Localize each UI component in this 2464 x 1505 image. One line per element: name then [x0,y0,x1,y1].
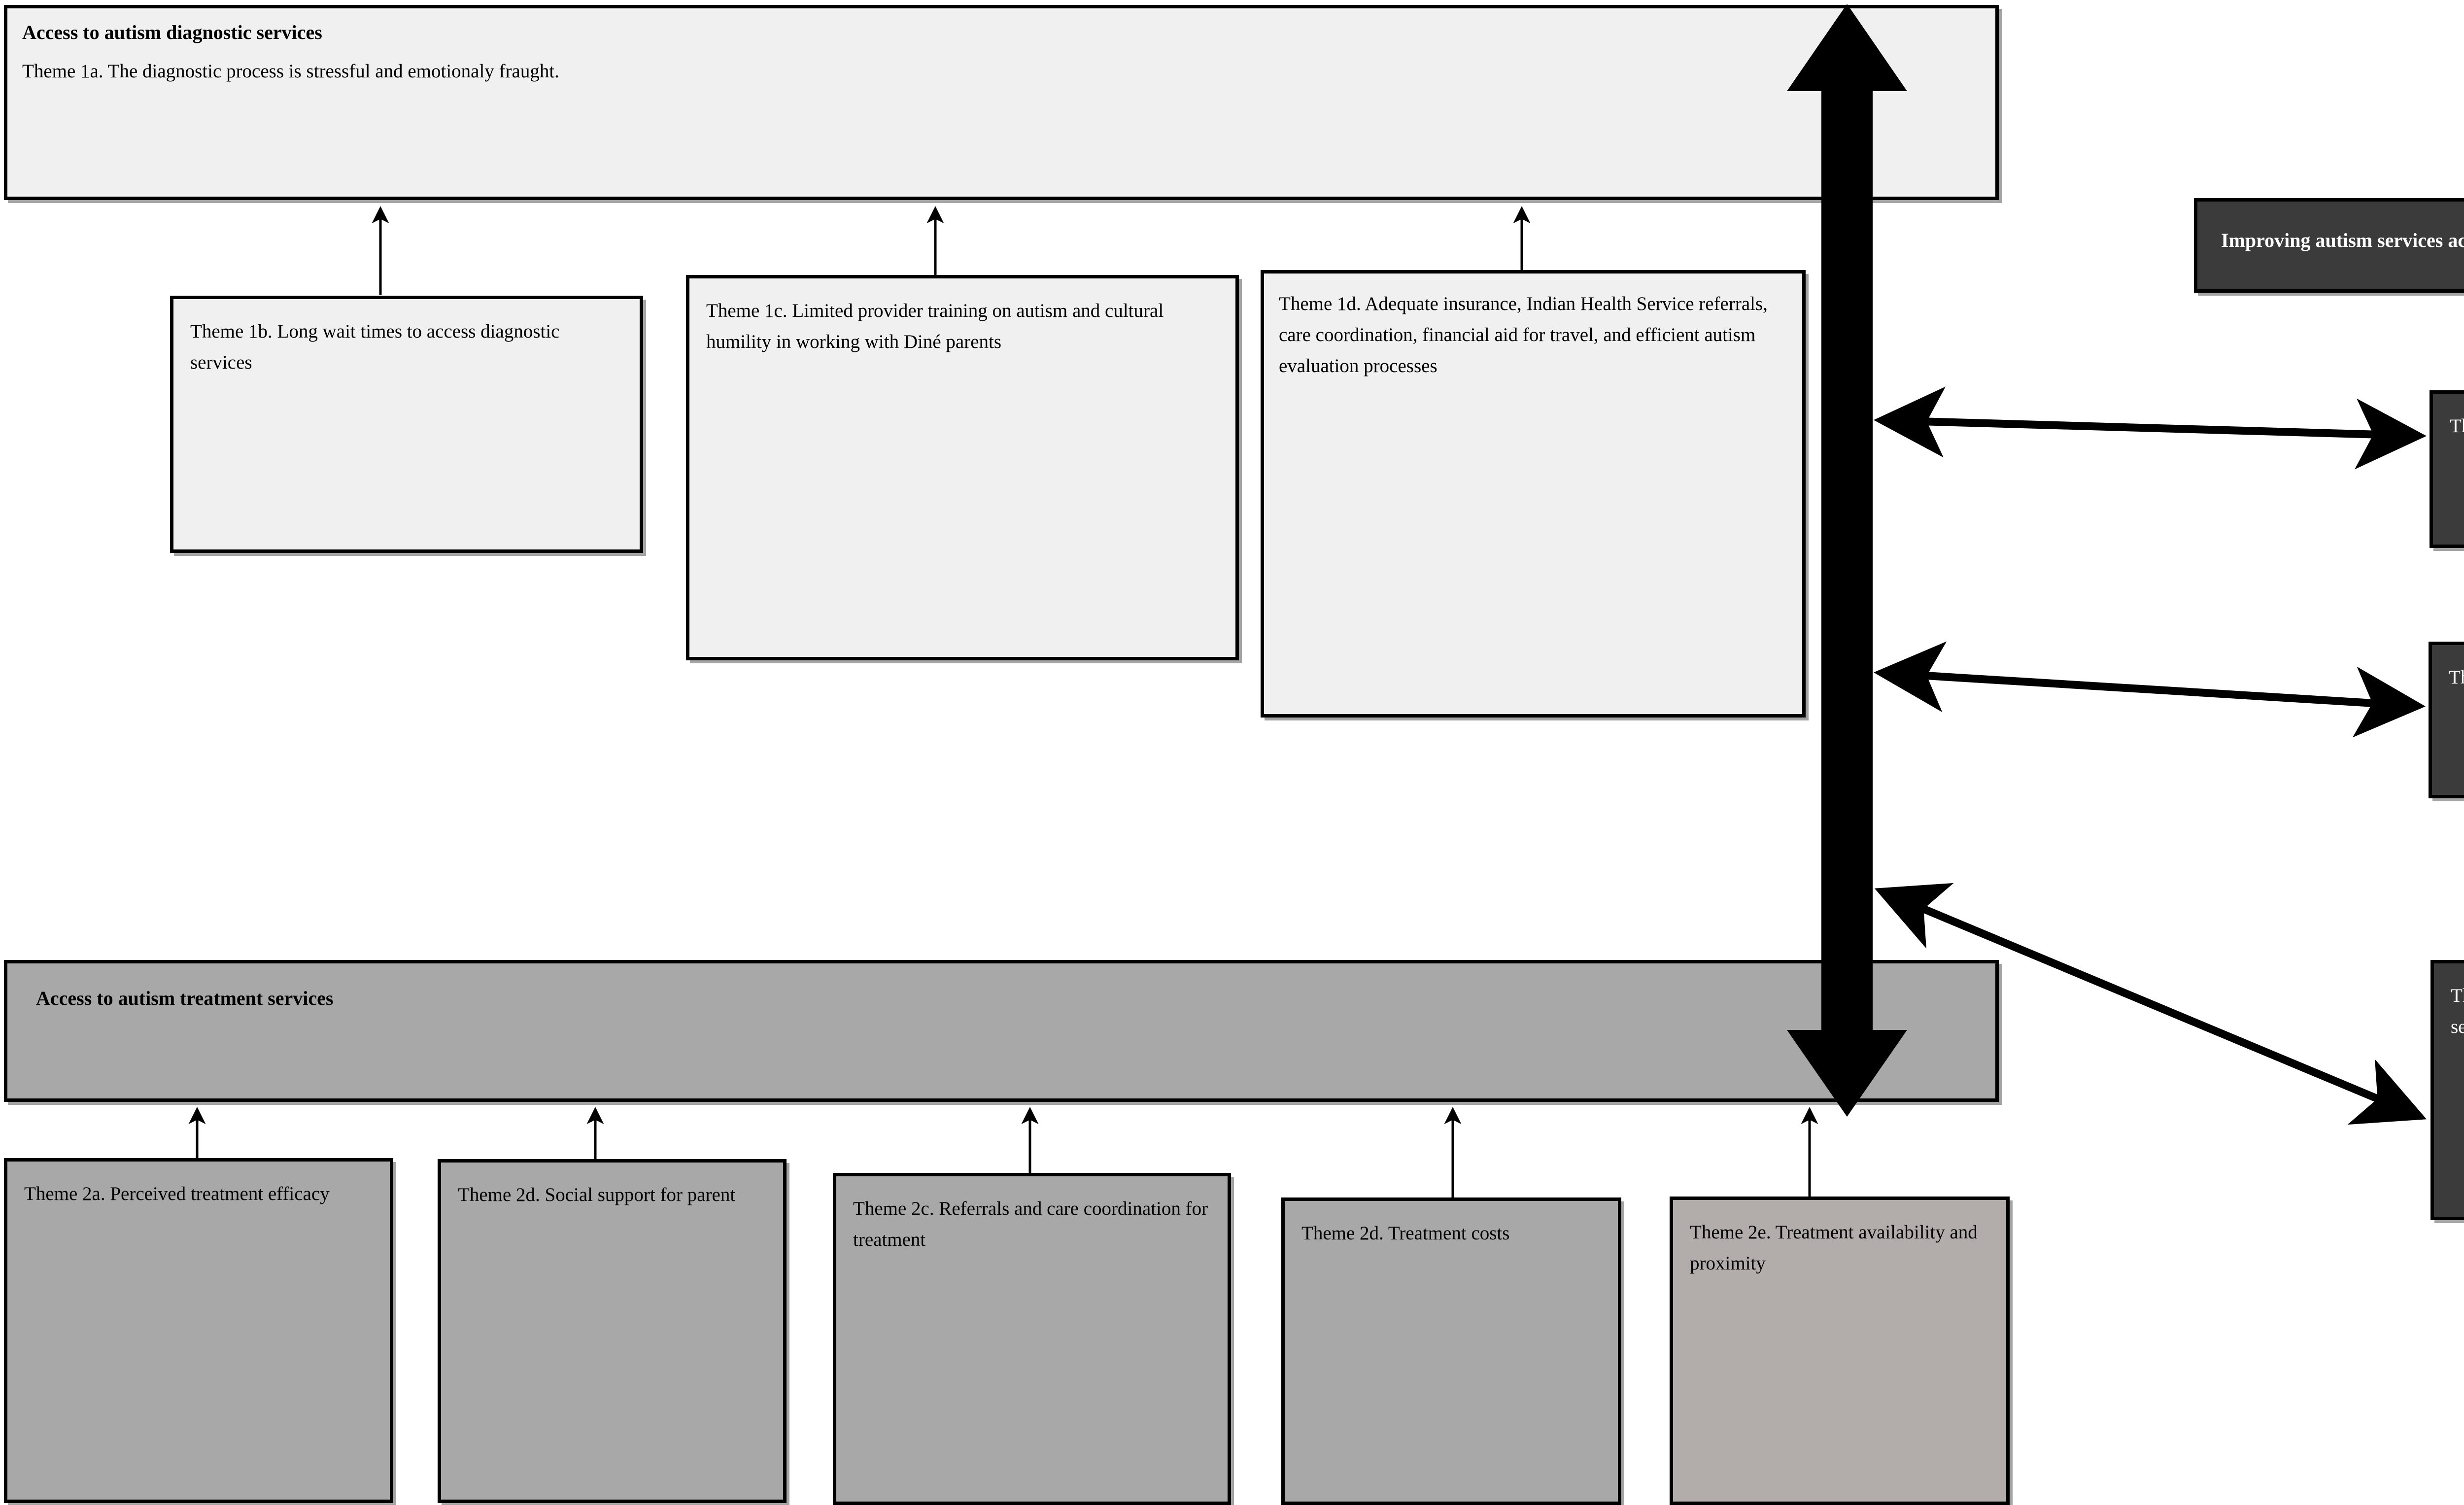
theme-2e-label: Theme 2e. Treatment availability and pro… [1690,1222,1978,1274]
theme-1c-label: Theme 1c. Limited provider training on a… [706,300,1164,353]
theme-2d-social-label: Theme 2d. Social support for parent [458,1184,736,1205]
domain-3-title: Improving autism services access [2221,229,2464,251]
theme-1a-text: Theme 1a. The diagnostic process is stre… [22,61,559,82]
theme-3c-box: Theme 3c. Increased availability and qua… [2430,960,2464,1220]
theme-3b-label: Theme 3b. Autism-focused support groups [2449,667,2464,688]
theme-1b-label: Theme 1b. Long wait times to access diag… [190,321,560,374]
theme-2a-label: Theme 2a. Perceived treatment efficacy [24,1183,330,1204]
domain-1-header-box: Access to autism diagnostic services The… [4,5,1999,200]
theme-2a-box: Theme 2a. Perceived treatment efficacy [4,1158,393,1503]
domain-1-title: Access to autism diagnostic services [22,21,322,43]
theme-1d-box: Theme 1d. Adequate insurance, Indian Hea… [1261,270,1806,718]
theme-3a-label: Theme 3a. Increased autism awareness [2450,415,2464,437]
theme-3b-box: Theme 3b. Autism-focused support groups [2429,642,2464,798]
arrow-theme-3a-to-central [1874,386,2427,470]
theme-1d-label: Theme 1d. Adequate insurance, Indian Hea… [1279,293,1768,377]
arrow-theme-3b-to-central [1874,641,2426,738]
domain-2-title: Access to autism treatment services [36,987,334,1009]
theme-2e-box: Theme 2e. Treatment availability and pro… [1670,1197,2010,1505]
domain-3-header-box: Improving autism services access [2194,198,2464,293]
theme-1b-box: Theme 1b. Long wait times to access diag… [170,296,643,553]
theme-2d-costs-box: Theme 2d. Treatment costs [1281,1197,1621,1505]
theme-2c-label: Theme 2c. Referrals and care coordinatio… [853,1198,1208,1251]
theme-2c-box: Theme 2c. Referrals and care coordinatio… [833,1173,1231,1505]
theme-2d-costs-label: Theme 2d. Treatment costs [1301,1223,1510,1244]
theme-1c-box: Theme 1c. Limited provider training on a… [686,275,1239,660]
theme-2d-social-box: Theme 2d. Social support for parent [438,1159,787,1503]
theme-3a-box: Theme 3a. Increased autism awareness [2430,390,2464,548]
domain-2-header-box: Access to autism treatment services [4,960,1999,1102]
theme-3c-label: Theme 3c. Increased availability and qua… [2451,985,2464,1038]
